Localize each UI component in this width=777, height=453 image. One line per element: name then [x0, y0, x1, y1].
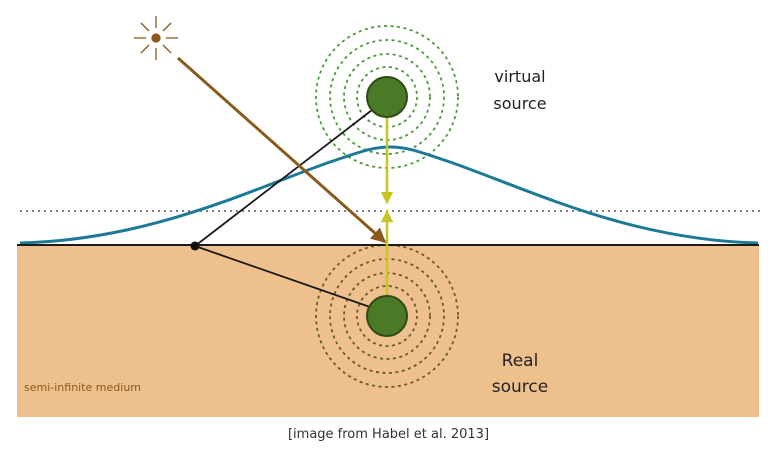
fluence-profile-curve [19, 145, 759, 245]
incident-light-ray [177, 56, 387, 244]
sun-icon [134, 16, 178, 60]
virtual-source-label-line1: virtual [494, 67, 545, 86]
real-source [366, 295, 408, 337]
medium-label: semi-infinite medium [24, 381, 141, 394]
ray-to-virtual-source [194, 109, 373, 247]
ray-to-real-source [194, 245, 371, 308]
real-source-label-line2: source [492, 377, 548, 397]
image-caption: [image from Habel et al. 2013] [287, 427, 490, 442]
surface-point [190, 241, 200, 251]
virtual-source-label-line2: source [493, 94, 546, 113]
virtual-source [366, 76, 408, 118]
real-source-label-line1: Real [502, 351, 539, 371]
